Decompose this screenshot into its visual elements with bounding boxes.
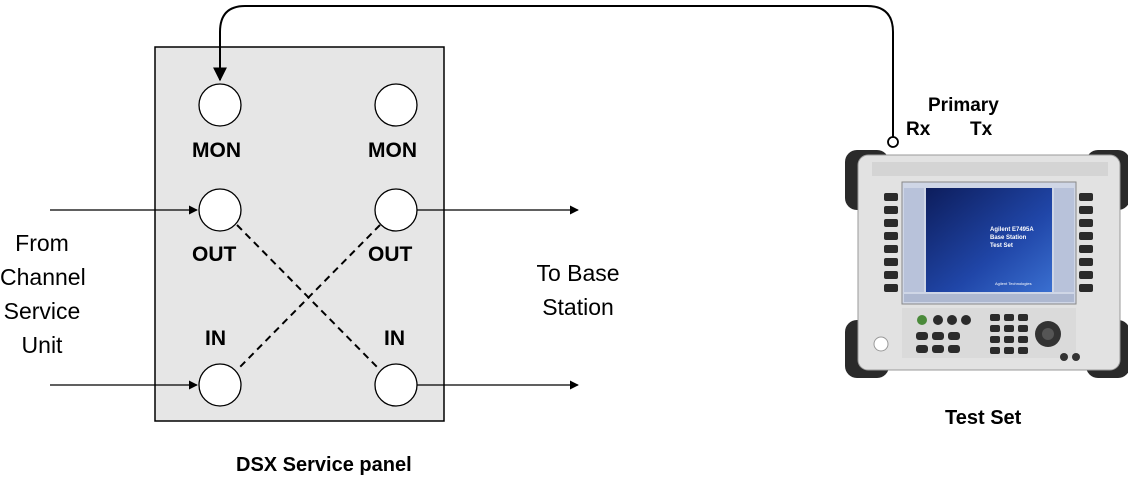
label-mon-right: MON (368, 139, 417, 163)
primary-label: Primary (928, 95, 999, 117)
to-base-station-label: To Base Station (518, 256, 638, 324)
from-label-line-3: Service (0, 294, 84, 328)
screen-brand: Agilent Technologies (995, 281, 1032, 286)
jack-in-left (199, 364, 241, 406)
label-in-right: IN (384, 327, 405, 351)
screen-title-line-3: Test Set (990, 243, 1013, 249)
screen-title-line-2: Base Station (990, 235, 1027, 241)
test-set-caption: Test Set (945, 407, 1021, 430)
label-mon-left: MON (192, 139, 241, 163)
test-set-rx-port (888, 137, 898, 147)
rx-label: Rx (906, 119, 930, 141)
from-label-line-2: Channel (0, 260, 84, 294)
from-channel-service-unit-label: From Channel Service Unit (0, 226, 84, 362)
from-label-line-4: Unit (0, 328, 84, 362)
dsx-panel-caption: DSX Service panel (236, 454, 412, 477)
screen-title-line-1: Agilent E7495A (990, 227, 1034, 233)
test-set-device (845, 150, 1128, 378)
label-out-right: OUT (368, 243, 412, 267)
jack-in-right (375, 364, 417, 406)
jack-mon-left (199, 84, 241, 126)
label-in-left: IN (205, 327, 226, 351)
jack-mon-right (375, 84, 417, 126)
to-label-line-2: Station (518, 290, 638, 324)
label-out-left: OUT (192, 243, 236, 267)
to-label-line-1: To Base (518, 256, 638, 290)
jack-out-left (199, 189, 241, 231)
tx-label: Tx (970, 119, 992, 141)
jack-out-right (375, 189, 417, 231)
from-label-line-1: From (0, 226, 84, 260)
